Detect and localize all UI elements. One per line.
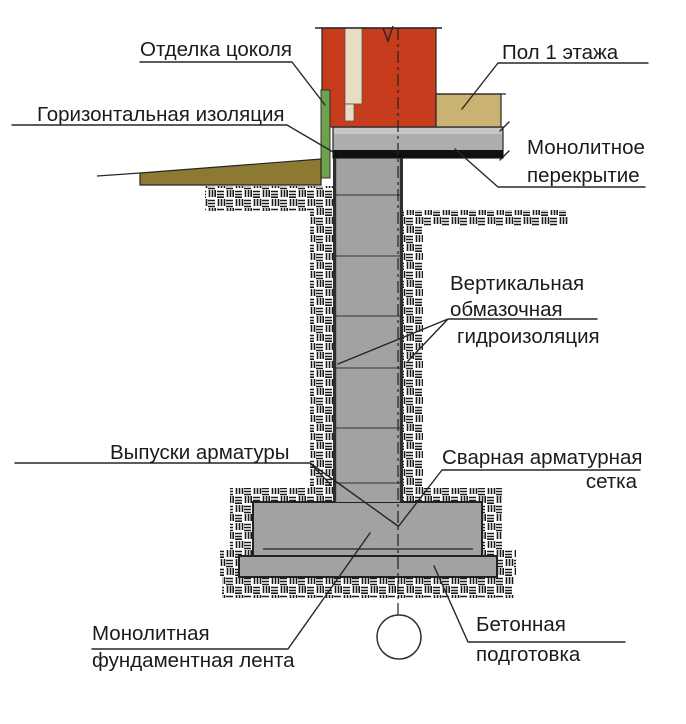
plinth-finish-strip: [320, 89, 331, 179]
brick-wall: [321, 27, 437, 128]
vertical-waterproofing-left: [333, 158, 337, 502]
leader-plinth-finish: [139, 61, 326, 106]
soil-prep-step-left: [220, 550, 239, 577]
foundation-footing: [252, 501, 483, 557]
soil-footing-side-left: [230, 488, 253, 556]
blind-area: [139, 158, 322, 186]
label-foundation-strip: Монолитная фундаментная лента: [92, 622, 295, 672]
leader-welded-mesh: [397, 469, 641, 528]
leader-concrete-prep: [433, 565, 626, 643]
svg-text:Монолитное: Монолитное: [527, 136, 645, 159]
label-monolithic-slab: Монолитное перекрытие: [527, 136, 645, 187]
svg-text:фундаментная лента: фундаментная лента: [92, 649, 295, 672]
wall-insulation-strip-step: [344, 103, 355, 122]
svg-text:Бетонная: Бетонная: [476, 613, 566, 636]
soil-footing-ledge-right: [403, 488, 482, 502]
leader-first-floor: [461, 62, 649, 110]
leader-rebar-outlets: [14, 462, 399, 527]
leader-foundation-strip: [91, 532, 371, 650]
concrete-preparation: [238, 555, 498, 578]
slab-top-screed: [334, 128, 502, 134]
wall-block-joints: [335, 194, 401, 484]
soil-prep-step-right: [497, 550, 516, 577]
svg-text:подготовка: подготовка: [476, 643, 581, 666]
leader-monolithic-slab: [454, 148, 646, 188]
wall-break-mark: [382, 25, 394, 44]
leader-horizontal-insulation: [11, 124, 334, 153]
label-horizontal-insulation: Горизонтальная изоляция: [37, 103, 285, 126]
label-rebar-outlets: Выпуски арматуры: [110, 441, 290, 464]
soil-hatch: [205, 186, 568, 598]
soil-footing-ledge-left: [253, 488, 333, 502]
soil-bottom-band: [222, 577, 514, 598]
soil-footing-side-right: [482, 488, 502, 556]
ground-line: [96, 172, 141, 177]
wall-insulation-strip: [344, 27, 363, 105]
svg-text:Вертикальная: Вертикальная: [450, 272, 584, 295]
label-plinth-finish: Отделка цоколя: [140, 38, 292, 61]
svg-text:сетка: сетка: [586, 470, 638, 493]
svg-text:перекрытие: перекрытие: [527, 164, 640, 187]
soil-interior-band: [403, 210, 568, 226]
vertical-waterproofing-right: [399, 158, 403, 502]
soil-exterior-strip: [310, 186, 333, 502]
label-first-floor: Пол 1 этажа: [502, 41, 619, 64]
label-welded-mesh: Сварная арматурная сетка: [442, 446, 643, 493]
svg-text:Монолитная: Монолитная: [92, 622, 210, 645]
label-vertical-waterproofing: Вертикальная обмазочная гидроизоляция: [450, 272, 600, 348]
foundation-wall: [333, 158, 403, 502]
svg-text:Сварная арматурная: Сварная арматурная: [442, 446, 643, 469]
axis-marker-circle: [376, 614, 422, 660]
soil-interior-strip: [403, 226, 423, 488]
first-floor-slab: [435, 93, 502, 128]
horizontal-waterproofing-layer: [333, 150, 503, 158]
leader-vertical-waterproofing: [337, 318, 598, 365]
svg-text:гидроизоляция: гидроизоляция: [457, 325, 600, 348]
label-concrete-prep: Бетонная подготовка: [476, 613, 581, 666]
svg-text:обмазочная: обмазочная: [450, 298, 563, 321]
slab-break-mark: [499, 121, 510, 161]
